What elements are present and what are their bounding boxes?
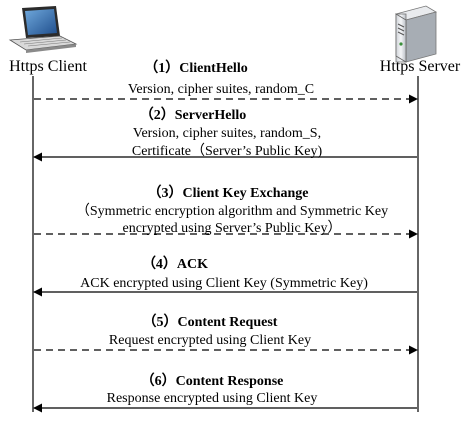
message-content-request: （5）Content Request Request encrypted usi… [34,314,418,355]
message-title: （3）Client Key Exchange [148,185,309,201]
message-line: encrypted using Server’s Public Key） [122,220,341,236]
message-line: Certificate（Server’s Public Key) [132,143,323,159]
message-clienthello: （1）ClientHello Version, cipher suites, r… [34,60,418,104]
message-title: （2）ServerHello [140,107,247,123]
message-title: （1）ClientHello [144,60,247,76]
message-line: Version, cipher suites, random_S, [133,126,321,141]
laptop-icon [8,6,78,53]
client-label: Https Client [9,58,87,75]
server-label: Https Server [380,58,461,75]
message-line: ACK encrypted using Client Key (Symmetri… [80,276,368,291]
message-line: Version, cipher suites, random_C [128,82,314,97]
message-client-key-exchange: （3）Client Key Exchange （Symmetric encryp… [34,185,418,239]
message-content-response: （6）Content Response Response encrypted u… [33,373,417,413]
message-ack: （4）ACK ACK encrypted using Client Key (S… [33,256,417,297]
message-line: Response encrypted using Client Key [107,391,318,406]
message-line: （Symmetric encryption algorithm and Symm… [76,203,388,219]
message-title: （6）Content Response [141,373,284,389]
server-icon [394,5,438,63]
message-serverhello: （2）ServerHello Version, cipher suites, r… [33,107,417,162]
message-title: （5）Content Request [143,314,278,330]
message-title: （4）ACK [142,256,208,272]
message-line: Request encrypted using Client Key [109,333,311,348]
